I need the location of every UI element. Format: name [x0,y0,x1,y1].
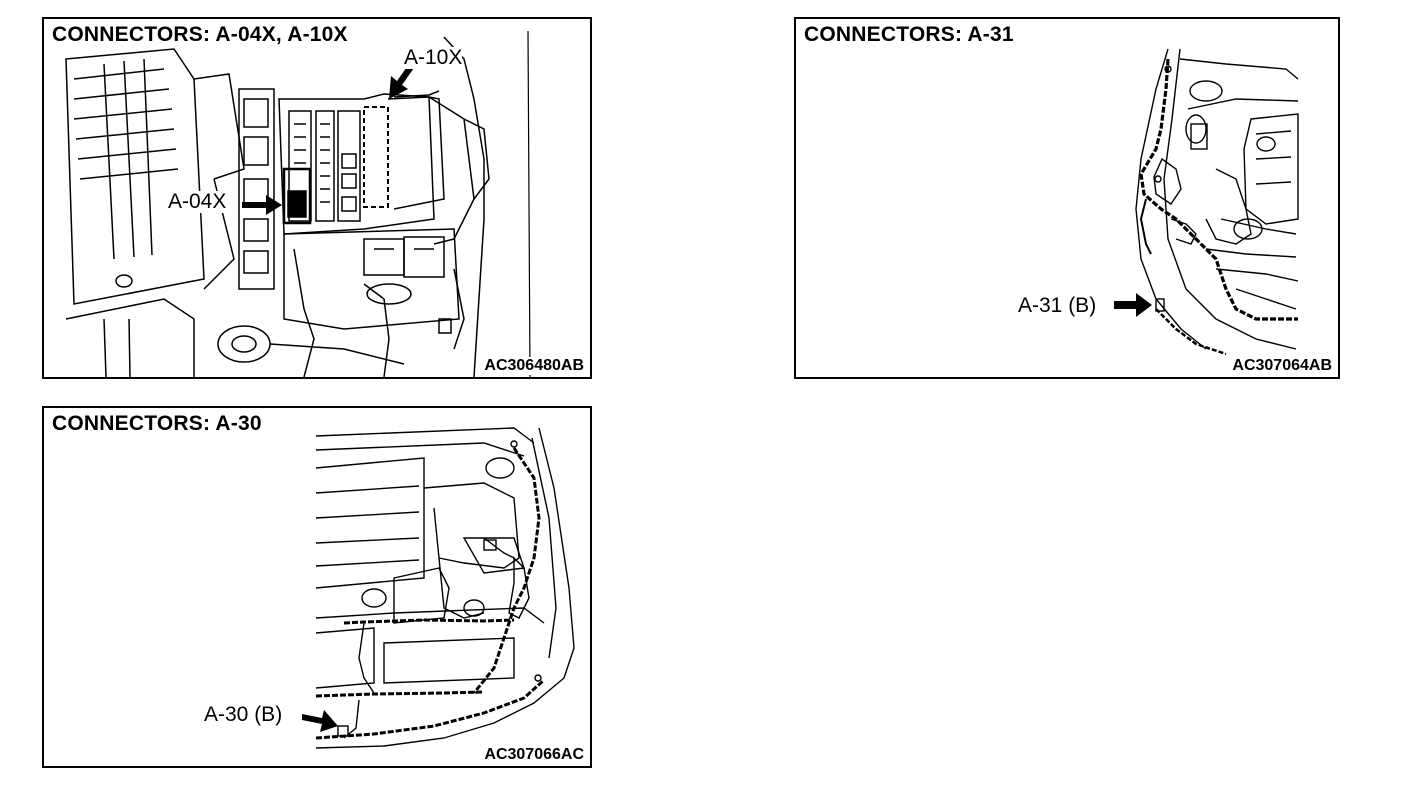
figure-code: AC306480AB [482,357,586,375]
callout-label-a10x: A-10X [404,46,463,69]
engine-bay-front-right-illustration [1114,48,1299,356]
panel-title: CONNECTORS: A-30 [52,412,266,436]
diagram-panel-a30: CONNECTORS: A-30 A-30 (B) AC307066AC [42,406,592,768]
callout-label-a31: A-31 (B) [1018,294,1097,317]
figure-code: AC307064AB [1230,357,1334,375]
fuse-box-illustration [65,30,531,377]
callout-label-a30: A-30 (B) [204,703,283,726]
diagram-panel-a31: CONNECTORS: A-31 A-31 (B) AC307064AB [794,17,1340,379]
panel-title: CONNECTORS: A-31 [804,23,1018,47]
engine-bay-front-left-illustration [302,427,575,749]
diagram-panel-a04x-a10x: CONNECTORS: A-04X, A-10X A-10X A-04X AC3… [42,17,592,379]
callout-label-a04x: A-04X [168,190,227,213]
figure-code: AC307066AC [482,746,586,764]
panel-title: CONNECTORS: A-04X, A-10X [52,23,352,47]
